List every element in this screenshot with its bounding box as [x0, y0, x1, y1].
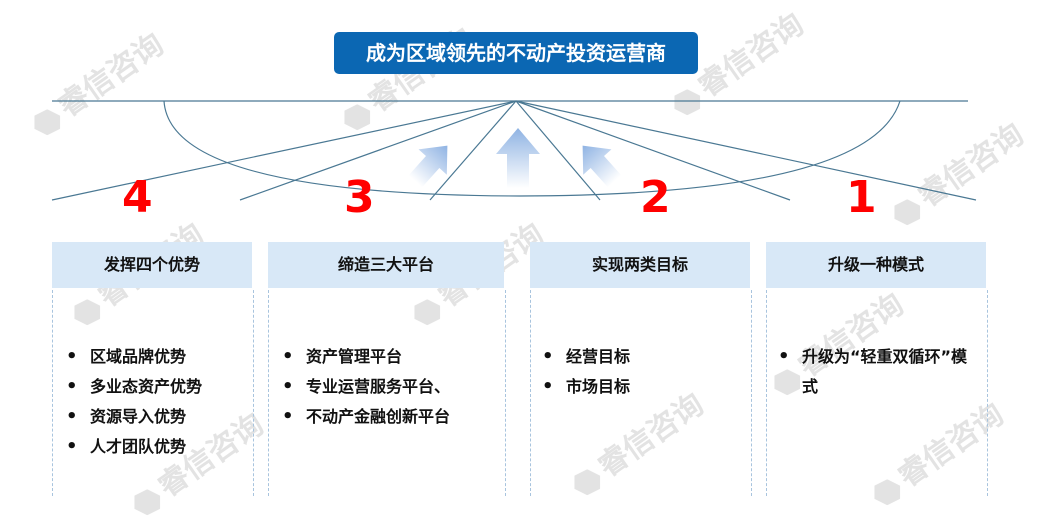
- step-number: 1: [846, 172, 877, 223]
- ray-line: [515, 100, 791, 201]
- arc-curve: [163, 100, 901, 197]
- arrow-up-right-icon: [582, 145, 622, 188]
- list-item: 市场目标: [536, 372, 746, 402]
- ray-line: [515, 100, 977, 201]
- list-item: 经营目标: [536, 342, 746, 372]
- step-number: 3: [344, 172, 375, 223]
- ray-line: [515, 100, 601, 201]
- ray-line: [239, 100, 517, 201]
- list-item: 不动产金融创新平台: [276, 402, 502, 432]
- list-item: 升级为“轻重双循环”模式: [772, 342, 972, 402]
- column-header: 缔造三大平台: [268, 242, 504, 288]
- list-item: 多业态资产优势: [60, 372, 250, 402]
- column-body: [268, 290, 506, 496]
- title-banner: 成为区域领先的不动产投资运营商: [334, 32, 698, 74]
- ray-line: [51, 100, 517, 201]
- column-list: 区域品牌优势 多业态资产优势 资源导入优势 人才团队优势: [60, 342, 250, 462]
- step-number: 4: [122, 172, 153, 223]
- column-body: [530, 290, 752, 496]
- arrow-up-icon: [496, 128, 540, 188]
- list-item: 专业运营服务平台、: [276, 372, 502, 402]
- column-body: [766, 290, 988, 496]
- column-list: 经营目标 市场目标: [536, 342, 746, 402]
- list-item: 资源导入优势: [60, 402, 250, 432]
- ray-line: [429, 100, 517, 201]
- list-item: 资产管理平台: [276, 342, 502, 372]
- column-header: 发挥四个优势: [52, 242, 252, 288]
- column-list: 资产管理平台 专业运营服务平台、 不动产金融创新平台: [276, 342, 502, 432]
- list-item: 人才团队优势: [60, 432, 250, 462]
- column-body: [52, 290, 254, 496]
- arrow-up-left-icon: [408, 145, 448, 188]
- step-number: 2: [640, 172, 671, 223]
- column-header: 升级一种模式: [766, 242, 986, 288]
- column-header: 实现两类目标: [530, 242, 750, 288]
- list-item: 区域品牌优势: [60, 342, 250, 372]
- column-list: 升级为“轻重双循环”模式: [772, 342, 972, 402]
